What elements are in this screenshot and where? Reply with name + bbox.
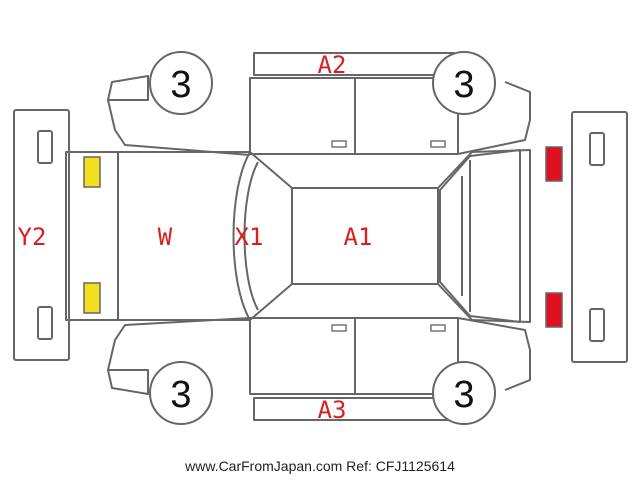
reference-footer: www.CarFromJapan.com Ref: CFJ1125614 bbox=[184, 458, 455, 474]
front-lamp-top bbox=[83, 156, 101, 188]
tire-front-left: 3 bbox=[149, 51, 213, 115]
rear-bumper bbox=[571, 111, 628, 363]
tire-rating-front-left: 3 bbox=[170, 64, 191, 106]
tire-front-right: 3 bbox=[149, 361, 213, 425]
roof-strip-top bbox=[253, 52, 455, 76]
side-panel-top bbox=[107, 75, 531, 156]
top-view-body bbox=[65, 149, 531, 323]
damage-code-front-bumper: Y2 bbox=[18, 223, 47, 251]
damage-code-windshield: X1 bbox=[235, 223, 264, 251]
tire-rating-front-right: 3 bbox=[170, 374, 191, 416]
damage-code-roof: A1 bbox=[344, 223, 373, 251]
damage-code-hood: W bbox=[158, 223, 173, 251]
damage-code-roof-bottom: A3 bbox=[318, 396, 347, 424]
damage-code-roof-top: A2 bbox=[318, 51, 347, 79]
tire-rating-rear-left: 3 bbox=[453, 64, 474, 106]
tire-rear-right: 3 bbox=[432, 361, 496, 425]
rear-lamp-bottom bbox=[545, 292, 563, 328]
tire-rear-left: 3 bbox=[432, 51, 496, 115]
rear-lamp-top bbox=[545, 146, 563, 182]
front-bumper bbox=[13, 109, 70, 361]
roof-strip-bottom bbox=[253, 397, 455, 421]
tire-rating-rear-right: 3 bbox=[453, 374, 474, 416]
side-panel-bottom bbox=[107, 317, 531, 395]
front-lamp-bottom bbox=[83, 282, 101, 314]
